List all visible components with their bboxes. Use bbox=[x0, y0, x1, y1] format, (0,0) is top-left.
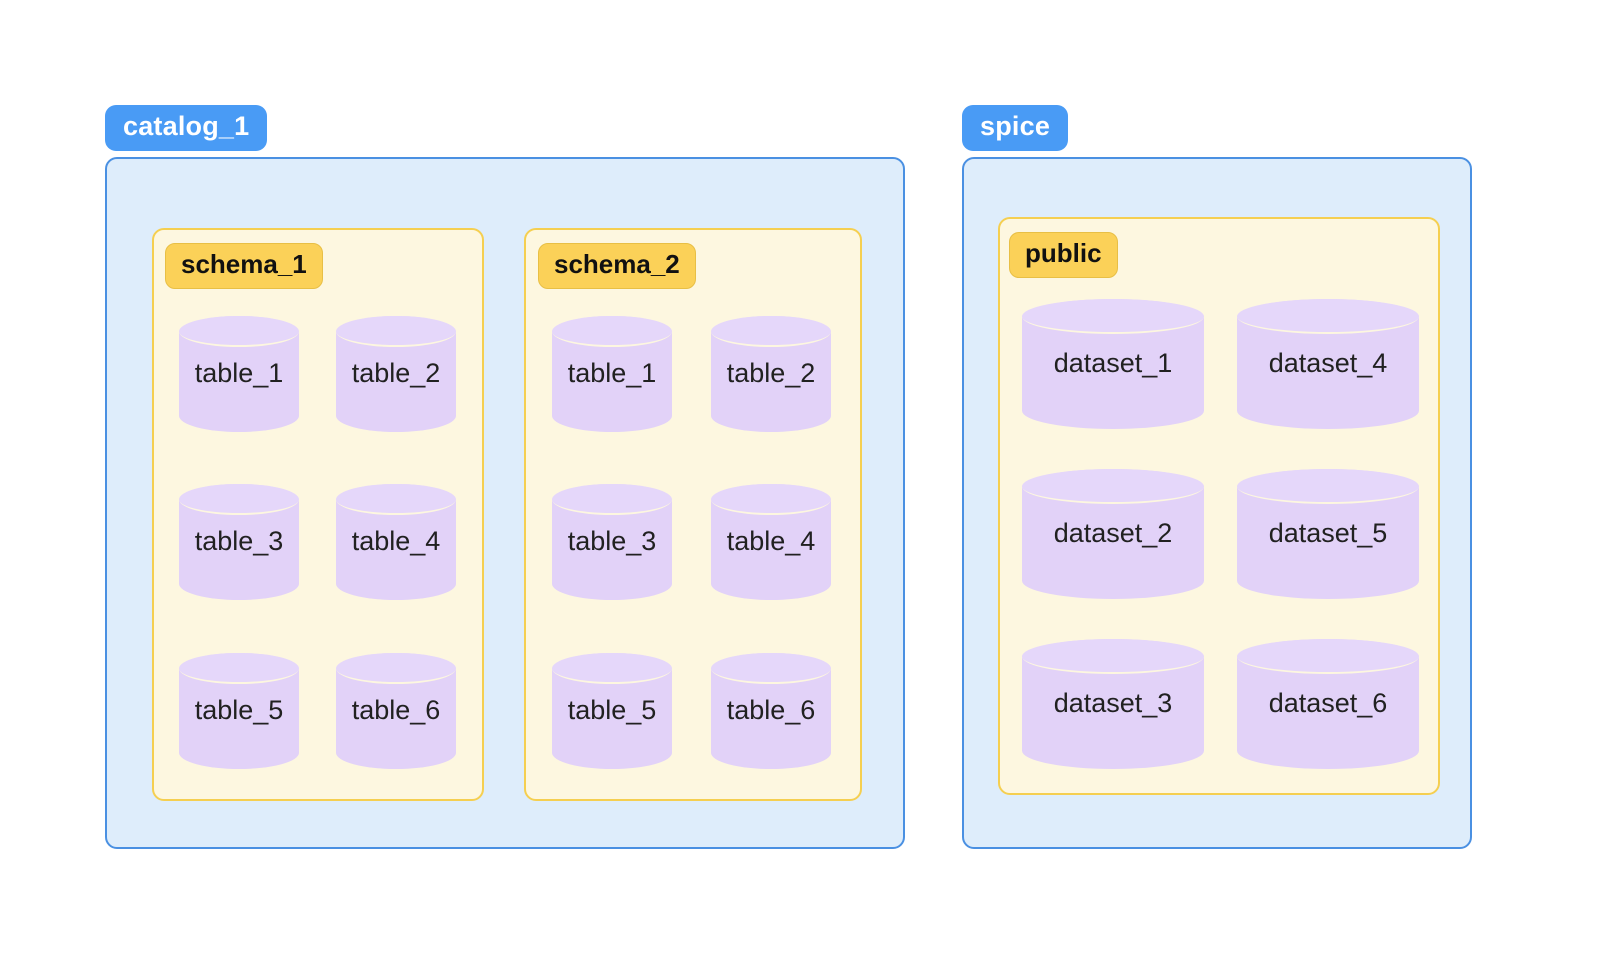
cylinder-top-icon bbox=[179, 653, 299, 685]
table-cylinder[interactable]: table_4 bbox=[711, 484, 831, 600]
cylinder-label: dataset_4 bbox=[1268, 348, 1388, 379]
table-cylinder[interactable]: table_5 bbox=[179, 653, 299, 769]
table-cylinder[interactable]: table_3 bbox=[179, 484, 299, 600]
schema-panel-public[interactable]: dataset_1 dataset_4 dataset_2 dataset_5 bbox=[998, 217, 1440, 795]
table-cylinder[interactable]: table_2 bbox=[711, 316, 831, 432]
cylinder-top-icon bbox=[179, 484, 299, 516]
dataset-cylinder[interactable]: dataset_5 bbox=[1237, 469, 1419, 599]
cylinder-label: table_4 bbox=[726, 526, 816, 557]
cylinder-top-icon bbox=[179, 316, 299, 348]
cylinder-top-icon bbox=[552, 484, 672, 516]
cylinder-label: table_1 bbox=[567, 358, 657, 389]
dataset-cylinder[interactable]: dataset_6 bbox=[1237, 639, 1419, 769]
cylinder-top-icon bbox=[1237, 639, 1419, 675]
cylinder-top-icon bbox=[336, 653, 456, 685]
cylinder-top-icon bbox=[552, 653, 672, 685]
cylinder-top-icon bbox=[1022, 639, 1204, 675]
cylinder-top-icon bbox=[711, 316, 831, 348]
cylinder-label: table_3 bbox=[567, 526, 657, 557]
dataset-cylinder[interactable]: dataset_2 bbox=[1022, 469, 1204, 599]
cylinder-label: table_1 bbox=[194, 358, 284, 389]
schema-badge-public[interactable]: public bbox=[1009, 232, 1118, 278]
catalog-container-catalog_1[interactable]: table_1 table_2 table_3 table_4 tabl bbox=[105, 157, 905, 849]
schema-badge-schema_2[interactable]: schema_2 bbox=[538, 243, 696, 289]
table-cylinder[interactable]: table_2 bbox=[336, 316, 456, 432]
cylinder-top-icon bbox=[336, 316, 456, 348]
cylinder-label: table_5 bbox=[194, 695, 284, 726]
table-cylinder[interactable]: table_3 bbox=[552, 484, 672, 600]
cylinder-label: table_2 bbox=[726, 358, 816, 389]
cylinder-top-icon bbox=[1237, 299, 1419, 335]
cylinder-label: dataset_5 bbox=[1268, 518, 1388, 549]
cylinder-label: table_2 bbox=[351, 358, 441, 389]
cylinder-label: table_6 bbox=[726, 695, 816, 726]
cylinder-label: table_6 bbox=[351, 695, 441, 726]
cylinder-label: dataset_1 bbox=[1053, 348, 1173, 379]
schema-panel-schema_2[interactable]: table_1 table_2 table_3 table_4 tabl bbox=[524, 228, 862, 801]
table-cylinder[interactable]: table_1 bbox=[552, 316, 672, 432]
cylinder-label: dataset_2 bbox=[1053, 518, 1173, 549]
cylinder-top-icon bbox=[1237, 469, 1419, 505]
cylinder-label: dataset_6 bbox=[1268, 688, 1388, 719]
cylinder-top-icon bbox=[1022, 299, 1204, 335]
cylinder-label: dataset_3 bbox=[1053, 688, 1173, 719]
catalog-badge-spice[interactable]: spice bbox=[962, 105, 1069, 151]
schema-panel-schema_1[interactable]: table_1 table_2 table_3 table_4 tabl bbox=[152, 228, 484, 801]
cylinder-label: table_5 bbox=[567, 695, 657, 726]
cylinder-top-icon bbox=[336, 484, 456, 516]
cylinder-top-icon bbox=[711, 653, 831, 685]
table-cylinder[interactable]: table_6 bbox=[336, 653, 456, 769]
table-cylinder[interactable]: table_5 bbox=[552, 653, 672, 769]
cylinder-label: table_3 bbox=[194, 526, 284, 557]
catalog-badge-catalog_1[interactable]: catalog_1 bbox=[105, 105, 268, 151]
table-cylinder[interactable]: table_6 bbox=[711, 653, 831, 769]
cylinder-top-icon bbox=[552, 316, 672, 348]
table-cylinder[interactable]: table_1 bbox=[179, 316, 299, 432]
cylinder-label: table_4 bbox=[351, 526, 441, 557]
catalog-container-spice[interactable]: dataset_1 dataset_4 dataset_2 dataset_5 bbox=[962, 157, 1472, 849]
dataset-cylinder[interactable]: dataset_1 bbox=[1022, 299, 1204, 429]
dataset-cylinder[interactable]: dataset_4 bbox=[1237, 299, 1419, 429]
schema-badge-schema_1[interactable]: schema_1 bbox=[165, 243, 323, 289]
cylinder-top-icon bbox=[1022, 469, 1204, 505]
table-cylinder[interactable]: table_4 bbox=[336, 484, 456, 600]
cylinder-top-icon bbox=[711, 484, 831, 516]
dataset-cylinder[interactable]: dataset_3 bbox=[1022, 639, 1204, 769]
